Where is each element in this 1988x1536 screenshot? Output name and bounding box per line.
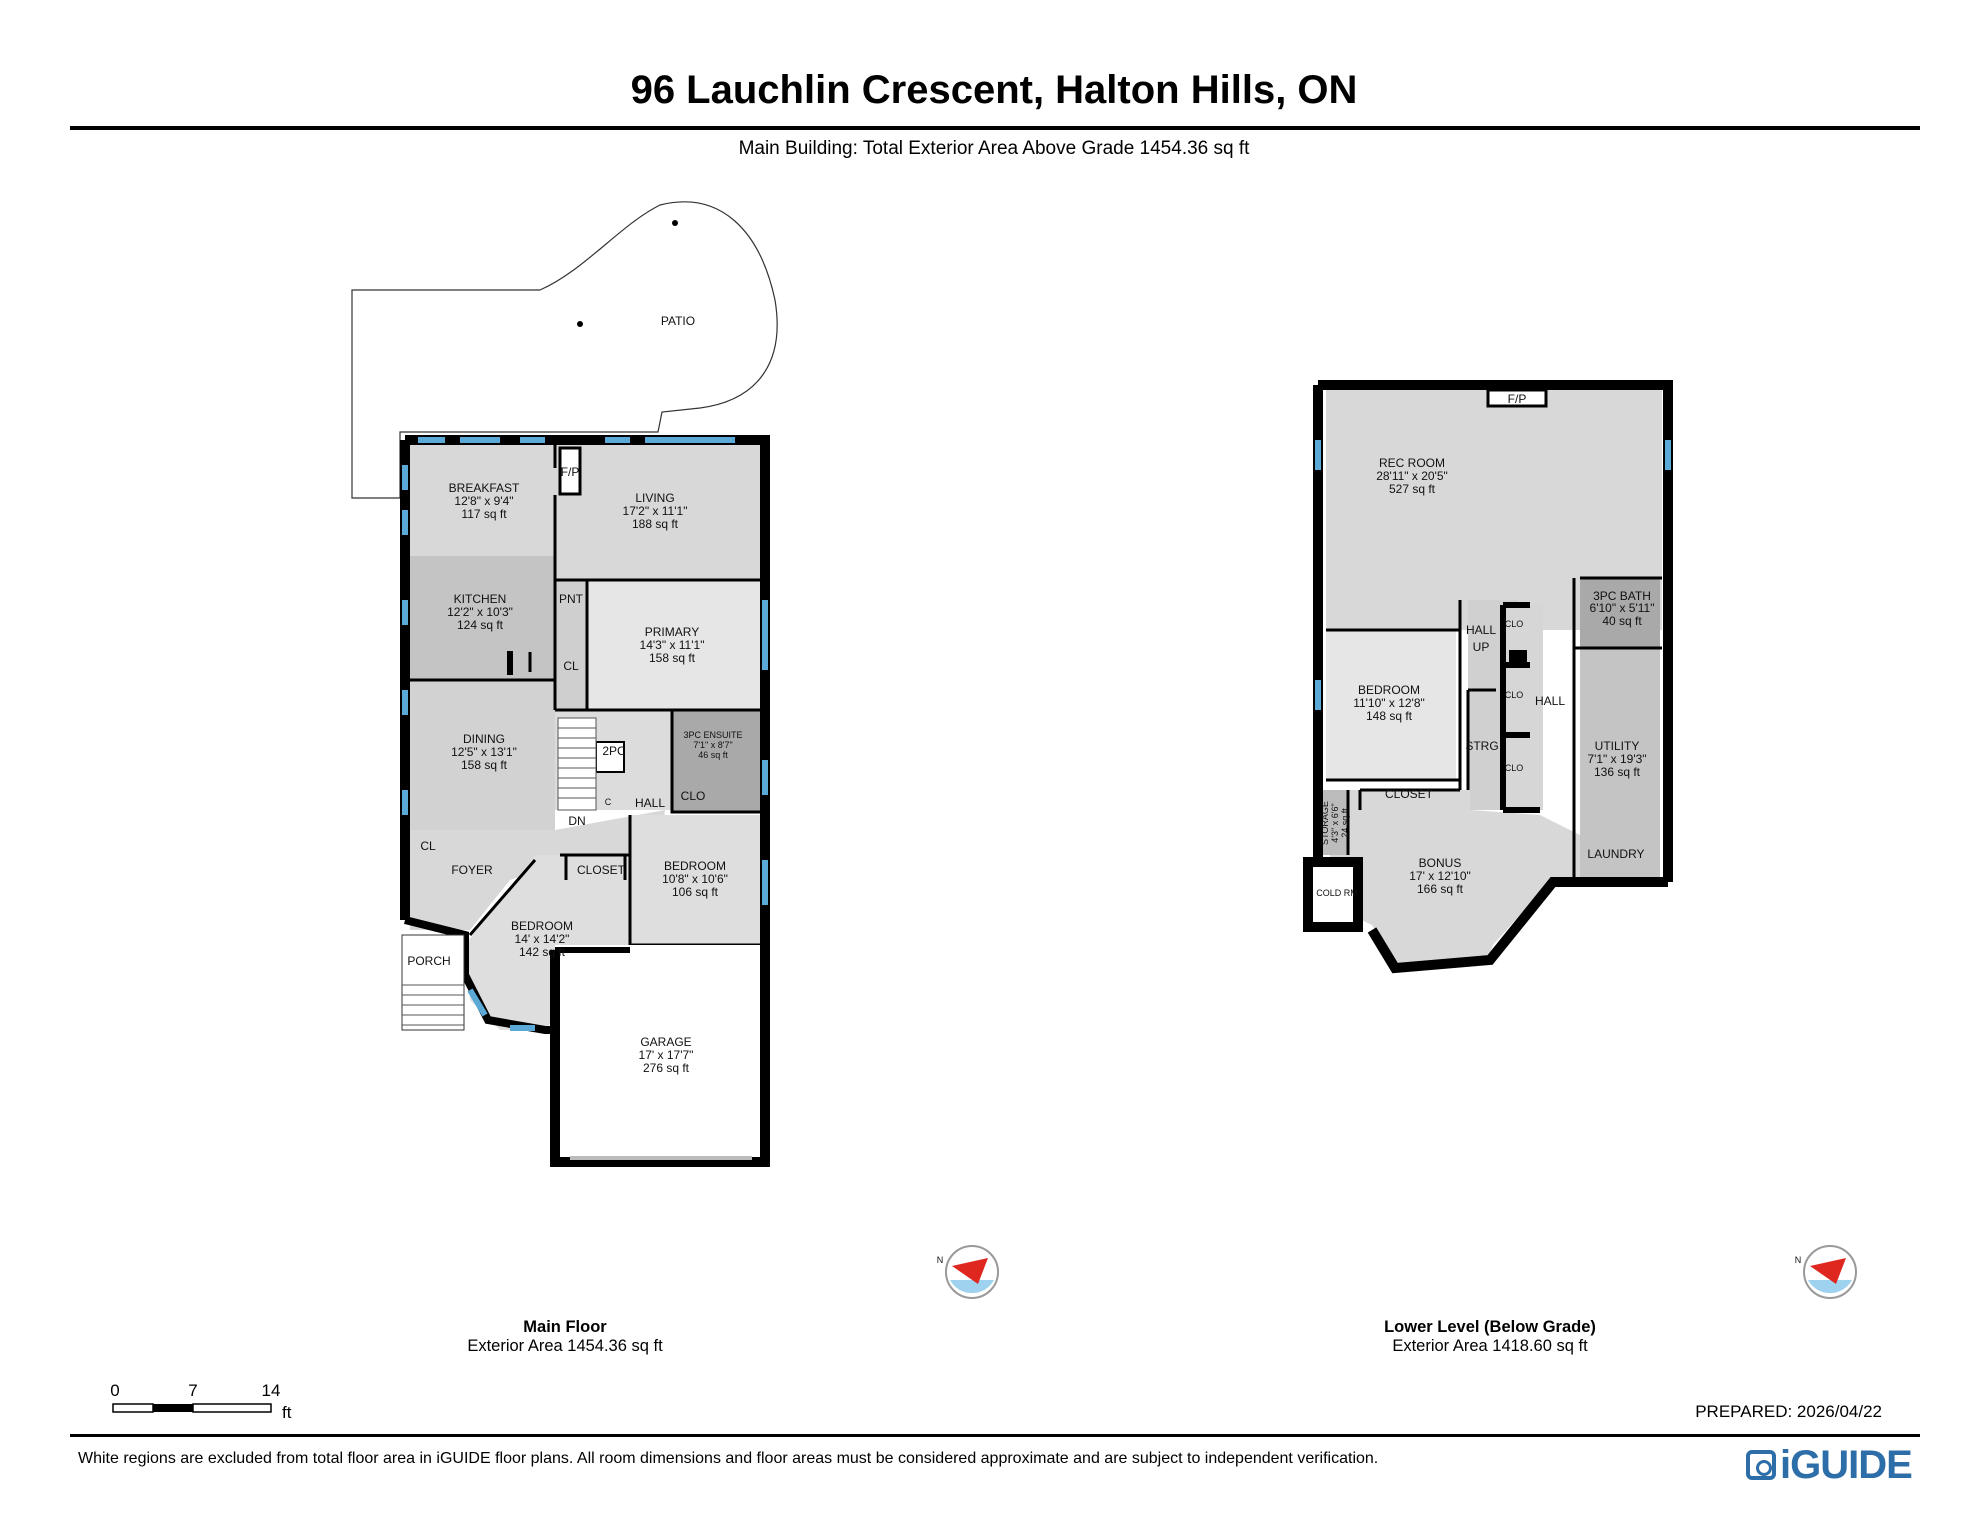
svg-text:142 sq ft: 142 sq ft bbox=[519, 945, 566, 959]
room-label-3pc-bath: 3PC BATH bbox=[1593, 589, 1651, 603]
lower-level-title: Lower Level (Below Grade) bbox=[1384, 1318, 1596, 1336]
lower-level-labels: F/P REC ROOM 28'11" x 20'5" 527 sq ft 3P… bbox=[1316, 392, 1654, 898]
main-floor-title: Main Floor bbox=[523, 1318, 607, 1336]
page-title: 96 Lauchlin Crescent, Halton Hills, ON bbox=[630, 68, 1358, 112]
footer-divider bbox=[70, 1434, 1920, 1437]
svg-text:188 sq ft: 188 sq ft bbox=[632, 517, 679, 531]
svg-text:527 sq ft: 527 sq ft bbox=[1389, 482, 1436, 496]
compass-north-label: N bbox=[937, 1255, 944, 1265]
compass-north-label-lower: N bbox=[1795, 1255, 1802, 1265]
scale-bar: 0 7 14 ft bbox=[110, 1381, 292, 1422]
svg-text:12'5" x 13'1": 12'5" x 13'1" bbox=[451, 745, 517, 759]
title-divider bbox=[70, 126, 1920, 130]
main-floor-plan: PATIO BREAKFAST 12'8" x 9'4" 117 sq ft F… bbox=[351, 201, 778, 1167]
svg-text:117 sq ft: 117 sq ft bbox=[461, 507, 507, 521]
room-label-hall-lower-upper: HALL bbox=[1466, 623, 1496, 637]
main-floor-area: Exterior Area 1454.36 sq ft bbox=[467, 1337, 663, 1355]
room-label-c: C bbox=[605, 797, 612, 807]
room-label-fp-main: F/P bbox=[561, 465, 580, 479]
svg-text:28'11" x 20'5": 28'11" x 20'5" bbox=[1376, 469, 1448, 483]
svg-text:10'8" x 10'6": 10'8" x 10'6" bbox=[662, 872, 728, 886]
svg-text:12'2" x 10'3": 12'2" x 10'3" bbox=[447, 605, 513, 619]
scale-tick-0: 0 bbox=[110, 1381, 119, 1400]
lower-level-caption: Lower Level (Below Grade) Exterior Area … bbox=[1320, 1318, 1660, 1356]
room-label-garage: GARAGE bbox=[640, 1035, 691, 1049]
svg-text:106 sq ft: 106 sq ft bbox=[672, 885, 719, 899]
svg-text:7'1" x 19'3": 7'1" x 19'3" bbox=[1587, 752, 1646, 766]
room-label-hall-main: HALL bbox=[635, 796, 665, 810]
room-label-closet-foyer: CL bbox=[420, 839, 436, 853]
page-subtitle: Main Building: Total Exterior Area Above… bbox=[738, 138, 1250, 159]
prepared-date: PREPARED: 2026/04/22 bbox=[1695, 1402, 1882, 1421]
svg-text:14' x 14'2": 14' x 14'2" bbox=[515, 932, 570, 946]
room-label-living: LIVING bbox=[635, 491, 674, 505]
room-label-utility: UTILITY bbox=[1595, 739, 1640, 753]
room-label-rec-room: REC ROOM bbox=[1379, 456, 1445, 470]
lower-level-plan: F/P REC ROOM 28'11" x 20'5" 527 sq ft 3P… bbox=[1303, 380, 1673, 974]
room-label-2pc: 2PC bbox=[602, 744, 626, 758]
svg-text:158 sq ft: 158 sq ft bbox=[649, 651, 696, 665]
disclaimer: White regions are excluded from total fl… bbox=[78, 1450, 1379, 1467]
iguide-logo: iGUIDE bbox=[1746, 1442, 1913, 1487]
room-label-clo-main: CLO bbox=[681, 789, 706, 803]
room-label-hall-lower: HALL bbox=[1535, 694, 1565, 708]
room-label-closet-hall: CLOSET bbox=[577, 863, 626, 877]
svg-text:24 sq ft: 24 sq ft bbox=[1340, 808, 1350, 838]
svg-text:40 sq ft: 40 sq ft bbox=[1602, 614, 1642, 628]
room-label-dining: DINING bbox=[463, 732, 505, 746]
svg-text:158 sq ft: 158 sq ft bbox=[461, 758, 508, 772]
room-label-pantry: PNT bbox=[559, 592, 584, 606]
stair-label-down: DN bbox=[568, 814, 585, 828]
room-label-bedroom-front: BEDROOM bbox=[664, 859, 726, 873]
room-label-cold-room: COLD RM bbox=[1316, 888, 1358, 898]
room-label-primary: PRIMARY bbox=[645, 625, 699, 639]
room-label-bedroom-corner: BEDROOM bbox=[511, 919, 573, 933]
svg-text:17' x 12'10": 17' x 12'10" bbox=[1409, 869, 1471, 883]
compass-lower-level: N bbox=[1795, 1245, 1857, 1299]
scale-tick-7: 7 bbox=[188, 1381, 197, 1400]
room-label-clo-lower-3: CLO bbox=[1505, 763, 1524, 773]
svg-text:17' x 17'7": 17' x 17'7" bbox=[639, 1048, 694, 1062]
svg-text:166 sq ft: 166 sq ft bbox=[1417, 882, 1464, 896]
svg-text:148 sq ft: 148 sq ft bbox=[1366, 709, 1413, 723]
compass-main-floor: N bbox=[937, 1245, 999, 1299]
room-label-laundry: LAUNDRY bbox=[1587, 847, 1644, 861]
stair-label-up: UP bbox=[1473, 640, 1490, 654]
scale-tick-14: 14 bbox=[262, 1381, 281, 1400]
room-label-clo-lower-2: CLO bbox=[1505, 690, 1524, 700]
iguide-logo-icon bbox=[1746, 1450, 1776, 1480]
svg-text:4'3" x 6'6": 4'3" x 6'6" bbox=[1330, 803, 1340, 842]
svg-text:6'10" x 5'11": 6'10" x 5'11" bbox=[1590, 601, 1655, 615]
lower-level-area: Exterior Area 1418.60 sq ft bbox=[1392, 1337, 1588, 1355]
iguide-logo-text: iGUIDE bbox=[1780, 1442, 1913, 1487]
room-label-strg: STRG bbox=[1465, 739, 1498, 753]
room-label-fp-lower: F/P bbox=[1508, 392, 1527, 406]
room-label-bonus: BONUS bbox=[1419, 856, 1462, 870]
room-label-closet-primary: CL bbox=[563, 659, 579, 673]
svg-text:124 sq ft: 124 sq ft bbox=[457, 618, 504, 632]
svg-text:276 sq ft: 276 sq ft bbox=[643, 1061, 690, 1075]
patio-outline bbox=[351, 201, 778, 499]
svg-text:7'1" x 8'7": 7'1" x 8'7" bbox=[693, 740, 732, 750]
room-label-closet-lower: CLOSET bbox=[1385, 787, 1434, 801]
svg-text:17'2" x 11'1": 17'2" x 11'1" bbox=[623, 504, 688, 518]
svg-text:46 sq ft: 46 sq ft bbox=[698, 750, 728, 760]
main-floor-caption: Main Floor Exterior Area 1454.36 sq ft bbox=[400, 1318, 730, 1356]
room-label-kitchen: KITCHEN bbox=[454, 592, 507, 606]
room-label-porch: PORCH bbox=[407, 954, 450, 968]
scale-unit: ft bbox=[282, 1403, 292, 1422]
room-label-3pc-ensuite: 3PC ENSUITE bbox=[683, 730, 742, 740]
svg-text:136 sq ft: 136 sq ft bbox=[1594, 765, 1641, 779]
svg-text:14'3" x 11'1": 14'3" x 11'1" bbox=[640, 638, 705, 652]
room-label-patio: PATIO bbox=[661, 314, 695, 328]
room-label-storage: STORAGE bbox=[1320, 801, 1330, 845]
room-label-foyer: FOYER bbox=[451, 863, 493, 877]
svg-text:12'8" x 9'4": 12'8" x 9'4" bbox=[454, 494, 513, 508]
room-label-bedroom-lower: BEDROOM bbox=[1358, 683, 1420, 697]
main-floor-labels: PATIO BREAKFAST 12'8" x 9'4" 117 sq ft F… bbox=[407, 314, 742, 1075]
svg-text:11'10" x 12'8": 11'10" x 12'8" bbox=[1353, 696, 1425, 710]
room-label-clo-lower-1: CLO bbox=[1505, 619, 1524, 629]
room-label-breakfast: BREAKFAST bbox=[449, 481, 520, 495]
